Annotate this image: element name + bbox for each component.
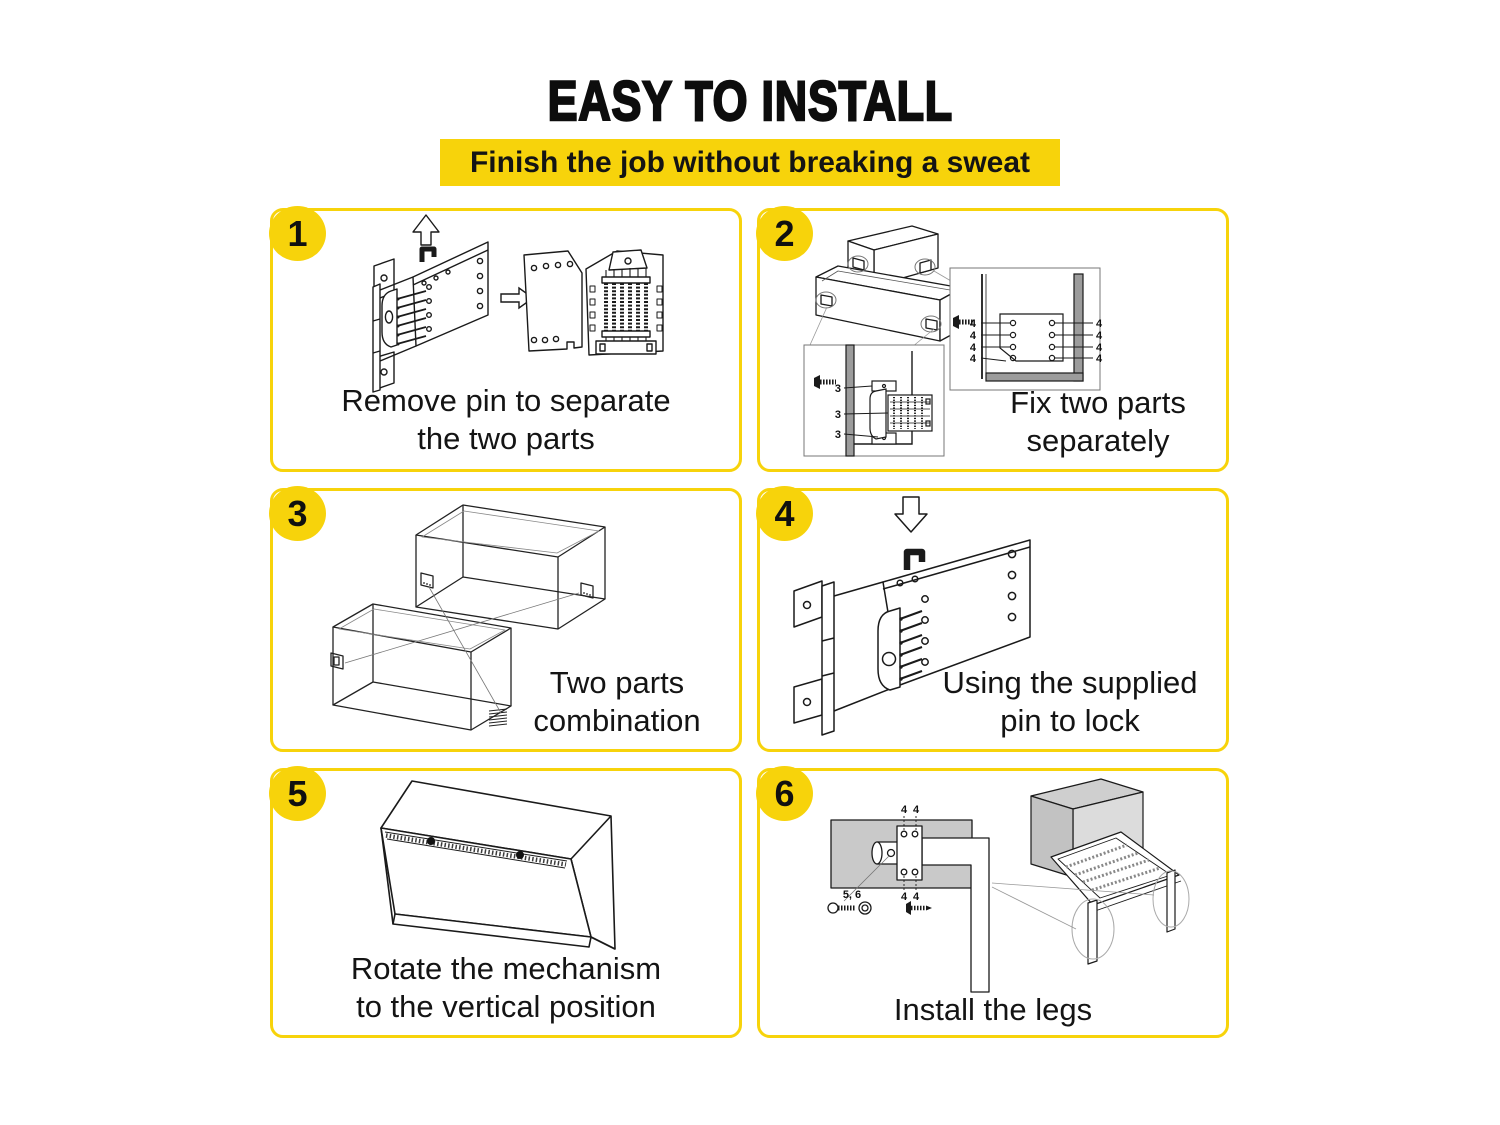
step-caption: Two parts combination xyxy=(533,665,701,738)
steps-grid: 1 xyxy=(269,206,1229,1038)
vent-hatch xyxy=(488,708,508,727)
step-number-badge: 4 xyxy=(756,486,813,541)
screw-icon xyxy=(516,851,524,859)
step-panel-2: 2 xyxy=(756,206,1229,472)
mechanism-lock xyxy=(793,496,1031,736)
screw-icon xyxy=(814,375,820,389)
step1-illustration xyxy=(372,214,664,393)
step5-illustration xyxy=(380,780,616,950)
springs xyxy=(899,610,923,680)
step-panel-5: 5 Rotate the xyxy=(269,766,742,1038)
svg-text:4: 4 xyxy=(970,353,977,365)
mechanism-inset-detail xyxy=(803,344,945,457)
svg-text:4: 4 xyxy=(1096,330,1103,342)
step-number-badge: 5 xyxy=(269,766,326,821)
step-caption: Remove pin to separate the two parts xyxy=(341,383,671,456)
step2-illustration: 4 4 4 4 4 4 4 4 xyxy=(803,225,1103,457)
separated-parts xyxy=(523,249,664,356)
svg-text:4: 4 xyxy=(970,342,977,354)
svg-text:4: 4 xyxy=(913,804,920,816)
subtitle-banner: Finish the job without breaking a sweat xyxy=(440,139,1060,186)
pin-icon xyxy=(419,246,437,262)
svg-text:4: 4 xyxy=(970,330,977,342)
svg-text:4: 4 xyxy=(1096,353,1103,365)
springs xyxy=(396,290,427,345)
bed-3d-drawing xyxy=(991,778,1190,965)
hardware-labels: 4 4 4 4 5, 6 xyxy=(843,804,920,903)
arrow-down-icon xyxy=(894,496,928,533)
svg-text:4: 4 xyxy=(901,891,908,903)
svg-text:4: 4 xyxy=(1096,318,1103,330)
leg-mount-drawing xyxy=(827,816,990,993)
step4-illustration xyxy=(793,496,1031,736)
slats xyxy=(1065,843,1161,892)
svg-text:4: 4 xyxy=(970,318,977,330)
mechanism-assembled xyxy=(372,214,489,393)
page-title-wrap: EASY TO INSTALL xyxy=(0,68,1500,133)
two-boxes xyxy=(809,225,963,348)
step-panel-3: 3 xyxy=(269,486,742,752)
rotated-mechanism xyxy=(380,780,616,950)
subtitle-text: Finish the job without breaking a sweat xyxy=(469,145,1031,179)
svg-text:3: 3 xyxy=(835,383,841,395)
step-number-badge: 3 xyxy=(269,486,326,541)
lower-box-wireframe xyxy=(330,603,512,731)
svg-text:3: 3 xyxy=(835,429,841,441)
step-panel-1: 1 xyxy=(269,206,742,472)
screw-count-labels-left-inset: 3 3 3 xyxy=(835,383,841,441)
step-panel-6: 6 xyxy=(756,766,1229,1038)
svg-text:5, 6: 5, 6 xyxy=(843,889,861,901)
screw-icon xyxy=(953,315,959,329)
step6-illustration: 4 4 4 4 5, 6 xyxy=(827,778,1190,993)
screw-icon xyxy=(427,837,435,845)
step-caption: Fix two parts separately xyxy=(1010,385,1186,458)
latch-rail xyxy=(384,831,568,869)
bolt-icon xyxy=(827,901,872,915)
step-caption: Install the legs xyxy=(893,991,1093,1027)
upper-box-wireframe xyxy=(415,504,606,630)
screw-icon xyxy=(906,901,932,915)
step-number-badge: 6 xyxy=(756,766,813,821)
arrow-up-icon xyxy=(412,214,440,246)
screw-count-labels-right-inset: 4 4 4 4 4 4 4 4 xyxy=(970,318,1103,365)
pin-icon xyxy=(903,548,926,570)
corner-inset-detail xyxy=(949,267,1101,391)
step-number-badge: 2 xyxy=(756,206,813,261)
step-caption: Using the supplied pin to lock xyxy=(942,665,1198,738)
step-caption: Rotate the mechanism to the vertical pos… xyxy=(350,951,662,1024)
svg-text:3: 3 xyxy=(835,409,841,421)
page-title: EASY TO INSTALL xyxy=(546,68,953,133)
step-panel-4: 4 xyxy=(756,486,1229,752)
alignment-lines xyxy=(344,586,580,714)
svg-text:4: 4 xyxy=(901,804,908,816)
step-number-badge: 1 xyxy=(269,206,326,261)
svg-text:4: 4 xyxy=(1096,342,1103,354)
step3-illustration xyxy=(330,504,606,731)
svg-text:4: 4 xyxy=(913,891,920,903)
